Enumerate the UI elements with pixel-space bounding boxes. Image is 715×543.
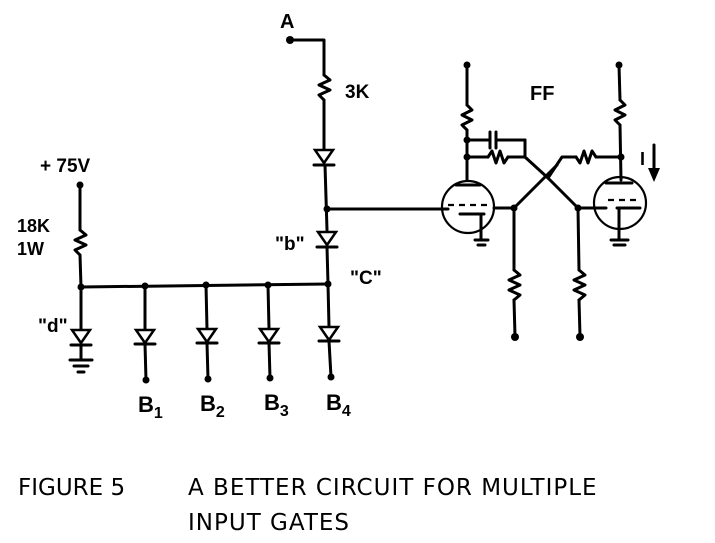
wire-b xyxy=(325,245,330,286)
caption-title-line1: A BETTER CIRCUIT FOR MULTIPLE xyxy=(188,475,598,501)
diode-a xyxy=(312,148,336,167)
input-a-branch: A 3K xyxy=(280,11,450,232)
resistor-18k xyxy=(73,228,88,257)
input-b4 xyxy=(317,282,341,381)
resistor-3k xyxy=(317,73,332,102)
input-label-b3: B3 xyxy=(264,390,289,420)
b3-terminal xyxy=(266,374,274,382)
caption-title-line2: INPUT GATES xyxy=(188,510,350,536)
wire-a xyxy=(288,38,326,77)
ff-label: FF xyxy=(530,83,554,105)
b2-terminal xyxy=(204,375,212,383)
current-label: I xyxy=(640,149,645,169)
resistor-3k-label: 3K xyxy=(345,82,370,103)
node-a-label: A xyxy=(280,11,294,33)
resistor-18k-value: 18K xyxy=(17,216,50,236)
node-d-label: "d" xyxy=(38,316,68,337)
b4-terminal xyxy=(327,373,335,381)
caption-figure-number: FIGURE 5 xyxy=(18,475,125,501)
supply-branch: + 75V 18K 1W xyxy=(17,156,91,289)
input-label-b2: B2 xyxy=(200,391,225,421)
input-b2 xyxy=(195,283,219,383)
node-c-label: "C" xyxy=(350,268,382,289)
cross-coupling xyxy=(492,149,623,212)
grid-resistor-right xyxy=(572,206,587,341)
right-vacuum-tube xyxy=(592,61,648,247)
b1-terminal xyxy=(142,376,150,384)
resistor-18k-power: 1W xyxy=(17,239,44,259)
input-b3 xyxy=(257,283,281,382)
supply-label: + 75V xyxy=(40,156,91,177)
node-b-label: "b" xyxy=(275,234,305,255)
input-label-b1: B1 xyxy=(138,392,163,422)
wire-a3 xyxy=(323,163,329,232)
input-b1 xyxy=(133,284,157,384)
diode-d-ground xyxy=(68,285,94,374)
grid-resistor-left xyxy=(507,206,522,341)
wire-18k xyxy=(78,253,83,289)
input-label-b4: B4 xyxy=(326,390,351,420)
diode-b xyxy=(315,230,339,249)
